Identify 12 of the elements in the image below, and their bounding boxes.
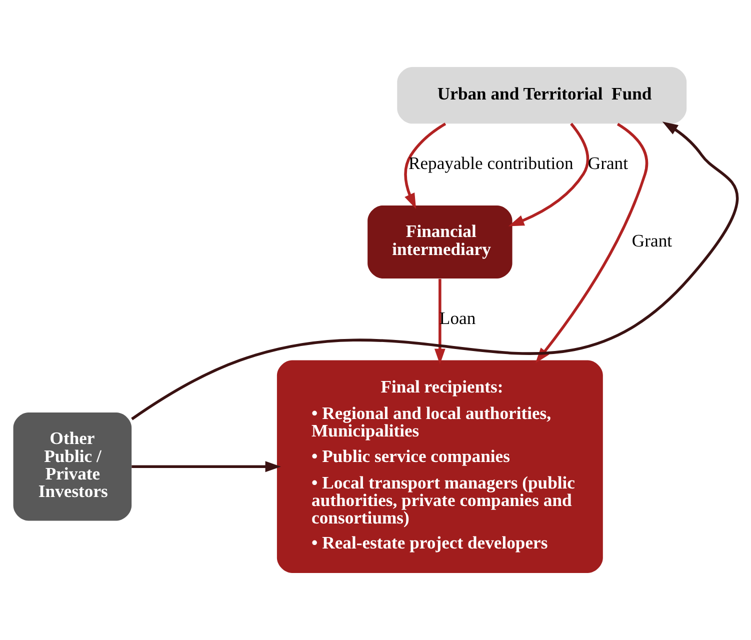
arrow — [131, 122, 738, 420]
node-box: Financial intermediary — [368, 205, 512, 278]
edge-label: Grant — [632, 230, 672, 251]
node-box: Final recipients: • Regional and local authorities, Municipalities • Public service companies • Local transport managers (public authorities, private companies and consortiums) • Real-estate project developers — [276, 360, 603, 573]
arrow — [404, 122, 446, 210]
arrow — [434, 278, 446, 364]
node-box: Urban and Territorial Fund — [397, 67, 687, 124]
arrow — [508, 122, 590, 226]
edge-label: Grant — [588, 153, 628, 174]
arrow — [132, 461, 281, 472]
edge-label: Repayable contribution — [408, 153, 574, 174]
node-box: Other Public / Private Investors — [13, 412, 132, 521]
